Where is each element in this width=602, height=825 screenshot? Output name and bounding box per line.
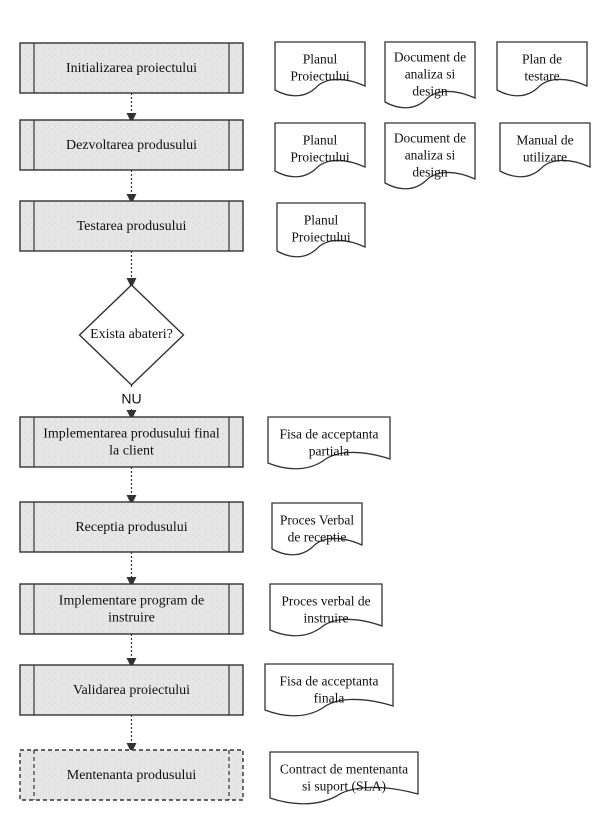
process-step: Testarea produsului xyxy=(19,200,244,252)
document-shape: Document de analiza si design xyxy=(384,41,476,109)
process-box xyxy=(19,501,244,553)
document-outline xyxy=(276,202,366,258)
document-outline xyxy=(264,663,394,717)
process-label: Implementarea produsului final xyxy=(43,427,220,442)
document-label: analiza si xyxy=(405,67,456,82)
process-label: instruire xyxy=(108,611,155,626)
process-box xyxy=(19,119,244,171)
document-label: finala xyxy=(314,691,345,706)
document-label: de receptie xyxy=(288,530,347,545)
process-box xyxy=(19,42,244,94)
document-outline xyxy=(496,41,588,97)
branch-label-no: NU xyxy=(121,391,141,407)
document-outline xyxy=(384,41,476,109)
document-label: Proiectului xyxy=(290,69,349,84)
process-box xyxy=(19,200,244,252)
document-outline xyxy=(271,502,363,556)
document-outline xyxy=(274,41,366,97)
document-label: Document de xyxy=(394,131,466,146)
document-outline xyxy=(269,751,419,805)
document-label: Planul xyxy=(304,213,339,228)
process-step: Validarea proiectului xyxy=(19,664,244,716)
document-label: design xyxy=(412,165,447,180)
process-label: Testarea produsului xyxy=(77,219,187,234)
process-box xyxy=(19,583,244,635)
document-label: Proiectului xyxy=(291,230,350,245)
document-shape: Fisa de acceptanta finala xyxy=(264,663,394,717)
document-label: Fisa de acceptanta xyxy=(280,674,379,689)
process-box xyxy=(19,664,244,716)
document-shape: Proces verbal de instruire xyxy=(269,583,383,637)
document-shape: Plan de testare xyxy=(496,41,588,97)
document-label: partiala xyxy=(309,444,349,459)
document-label: Plan de xyxy=(522,52,562,67)
process-label: Implementare program de xyxy=(59,594,204,609)
process-label: Dezvoltarea produsului xyxy=(66,138,197,153)
process-label: Validarea proiectului xyxy=(73,683,190,698)
document-outline xyxy=(267,416,391,470)
decision-node: Exista abateri? NU xyxy=(78,284,185,407)
process-step: Mentenanta produsului xyxy=(19,749,244,801)
document-label: Manual de xyxy=(516,133,573,148)
decision-diamond xyxy=(78,284,185,386)
process-step: Dezvoltarea produsului xyxy=(19,119,244,171)
document-label: testare xyxy=(524,69,559,84)
process-box xyxy=(19,749,244,801)
document-label: Proces verbal de xyxy=(281,594,370,609)
document-shape: Proces Verbal de receptie xyxy=(271,502,363,556)
document-outline xyxy=(274,122,366,178)
document-label: utilizare xyxy=(523,150,567,165)
document-label: Planul xyxy=(303,52,338,67)
document-outline xyxy=(384,122,476,190)
document-shape: Manual de utilizare xyxy=(499,122,591,178)
decision-label: Exista abateri? xyxy=(90,327,173,342)
document-label: Proiectului xyxy=(290,150,349,165)
process-step: Implementarea produsului final la client xyxy=(19,416,244,468)
process-box xyxy=(19,416,244,468)
document-outline xyxy=(499,122,591,178)
document-outline xyxy=(269,583,383,637)
document-label: Proces Verbal xyxy=(280,513,355,528)
document-label: design xyxy=(412,84,447,99)
process-label: Initializarea proiectului xyxy=(66,61,197,76)
document-shape: Contract de mentenanta si suport (SLA) xyxy=(269,751,419,805)
process-step: Receptia produsului xyxy=(19,501,244,553)
document-label: Fisa de acceptanta xyxy=(280,427,379,442)
document-label: analiza si xyxy=(405,148,456,163)
process-label: Mentenanta produsului xyxy=(67,768,197,783)
process-label: Receptia produsului xyxy=(75,520,187,535)
process-step: Initializarea proiectului xyxy=(19,42,244,94)
document-label: Contract de mentenanta xyxy=(280,762,408,777)
document-label: Document de xyxy=(394,50,466,65)
document-label: instruire xyxy=(304,611,349,626)
document-shape: Fisa de acceptanta partiala xyxy=(267,416,391,470)
process-label: la client xyxy=(109,444,154,459)
process-step: Implementare program de instruire xyxy=(19,583,244,635)
document-label: si suport (SLA) xyxy=(302,779,386,794)
document-shape: Document de analiza si design xyxy=(384,122,476,190)
document-label: Planul xyxy=(303,133,338,148)
